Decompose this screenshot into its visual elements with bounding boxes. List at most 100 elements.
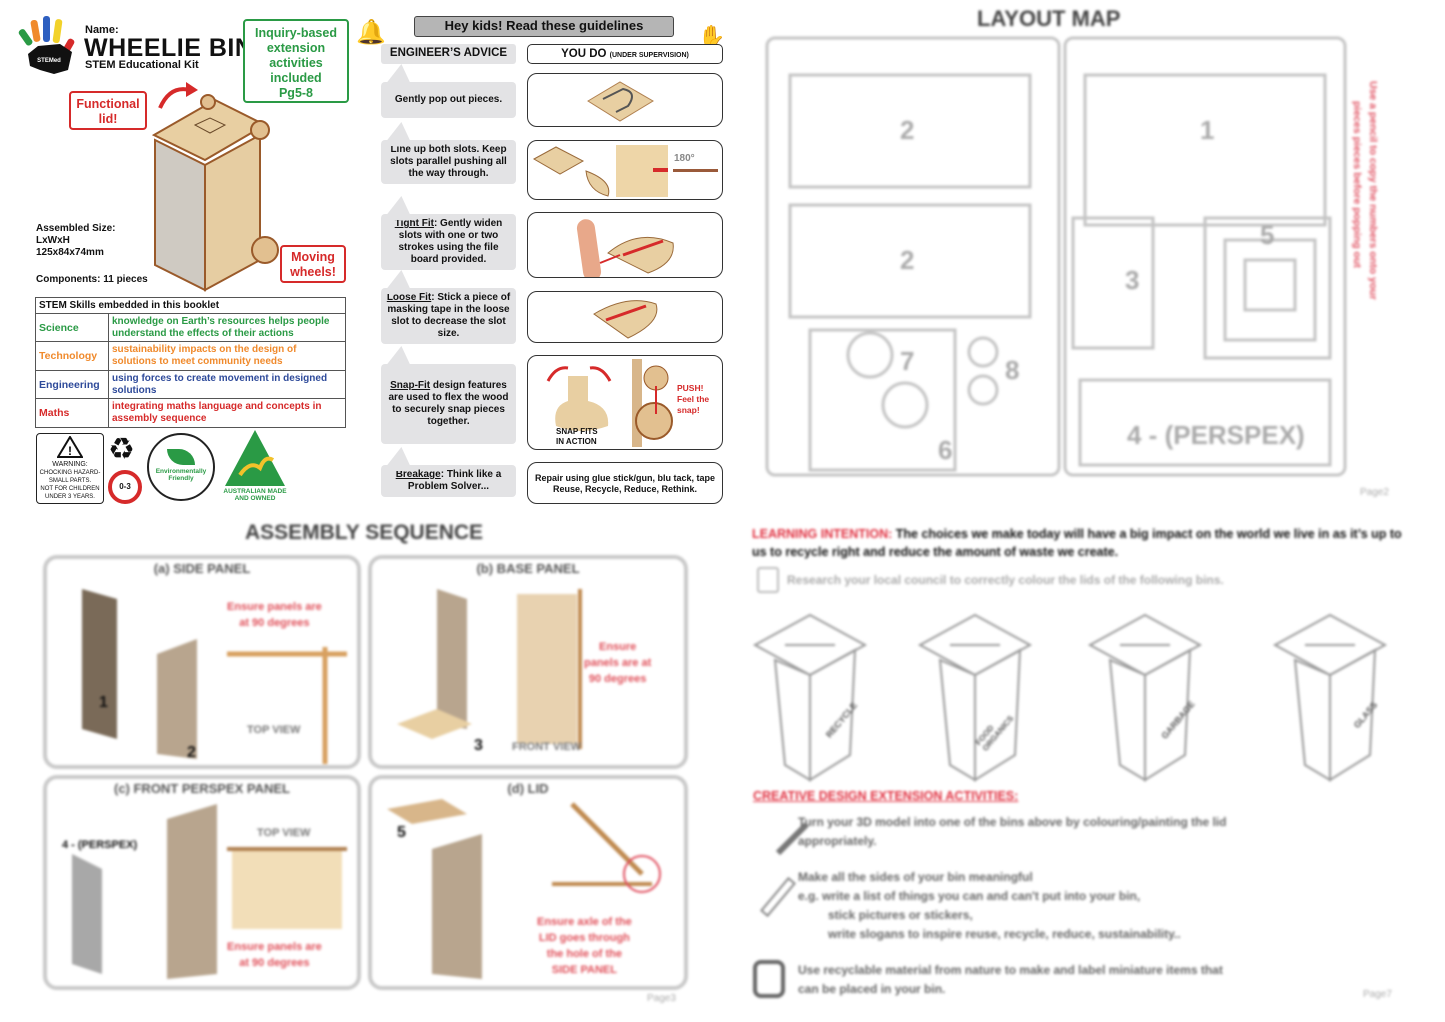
push-line: snap! — [677, 405, 700, 415]
notepad-icon — [757, 567, 779, 593]
advice-text: : Stick a piece of masking tape in the l… — [387, 292, 511, 339]
stem-label-science: Science — [35, 313, 109, 342]
note-line: 90 degrees — [588, 673, 647, 685]
pencil-icon — [760, 876, 796, 918]
item-line: can be placed in your bin. — [798, 982, 946, 996]
you-do-label: YOU DO — [561, 48, 607, 60]
bins-illustration — [752, 613, 1388, 782]
callout-line: Moving — [291, 250, 335, 264]
repair-line: Reuse, Recycle, Reduce, Rethink. — [552, 484, 698, 494]
kangaroo-triangle-icon — [225, 430, 285, 486]
item-line: Use recyclable material from nature to m… — [798, 963, 1223, 977]
layout-map-title: LAYOUT MAP — [977, 6, 1121, 31]
note-line: the hole of the — [546, 948, 622, 960]
engineers-advice-header: ENGINEER’S ADVICE — [381, 44, 516, 64]
stem-text-technology: sustainability impacts on the design of … — [108, 341, 346, 371]
piece-num: 2 — [187, 744, 196, 761]
advice-text: Gently pop out pieces. — [394, 94, 503, 105]
callout-line: Functional — [76, 97, 140, 111]
panel-title: (c) FRONT PERSPEX PANEL — [113, 781, 290, 796]
piece-num: 3 — [474, 737, 483, 754]
advice-text: design features are used to flex the woo… — [388, 380, 509, 427]
wheelie-bin-illustration — [140, 80, 280, 295]
activity-item: Use recyclable material from nature to m… — [798, 961, 1223, 999]
piece-number: 6 — [938, 435, 953, 465]
advice-term: Breakage — [395, 469, 441, 480]
advice-loose-fit: Loose Fit: Stick a piece of masking tape… — [381, 288, 516, 344]
note-line: at 90 degrees — [239, 617, 310, 629]
note-line: panels are at — [584, 657, 652, 669]
research-instruction: Research your local council to correctly… — [787, 573, 1224, 587]
piece-number: 8 — [1005, 355, 1020, 385]
callout-line: wheels! — [290, 265, 336, 279]
item-line: e.g. write a list of things you can and … — [798, 889, 1141, 903]
push-line: PUSH! — [677, 383, 704, 393]
stemed-logo: STEMed — [18, 14, 80, 78]
hand-stop-icon — [753, 960, 785, 998]
activity-item: Turn your 3D model into one of the bins … — [798, 813, 1226, 851]
warning-line: WARNING: — [52, 461, 88, 468]
view-label: TOP VIEW — [247, 724, 301, 736]
note-line: pieces pieces before popping out — [1351, 101, 1363, 268]
size-label: Assembled Size: — [36, 223, 116, 234]
note-line: at 90 degrees — [239, 957, 310, 969]
snap-line: SNAP FITS — [556, 427, 598, 436]
learning-intention: LEARNING INTENTION: The choices we make … — [752, 525, 1412, 561]
eco-line: Environmentally — [155, 468, 207, 475]
product-subtitle: STEM Educational Kit — [85, 59, 199, 71]
assembly-title: ASSEMBLY SEQUENCE — [245, 521, 484, 544]
item-line: write slogans to inspire reuse, recycle,… — [828, 927, 1181, 941]
advice-term: Snap-Fit — [390, 380, 431, 391]
piece-number: 2 — [900, 115, 915, 145]
item-line: appropriately. — [798, 834, 877, 848]
warning-line: UNDER 3 YEARS. — [45, 494, 95, 500]
callout-line: extension — [266, 41, 326, 55]
eco-line: Friendly — [168, 475, 194, 482]
item-line: stick pictures or stickers, — [828, 908, 973, 922]
piece-number: 7 — [900, 346, 915, 376]
leaf-icon — [167, 449, 195, 465]
view-label: TOP VIEW — [257, 827, 311, 839]
aus-line: AUSTRALIAN MADE — [223, 488, 287, 495]
piece-number: 3 — [1125, 265, 1140, 295]
copy-numbers-note: Use a pencil to copy the numbers onto yo… — [1349, 81, 1381, 441]
dims-label: LxWxH — [36, 235, 70, 246]
note-line: SIDE PANEL — [551, 964, 617, 976]
warning-line: SMALL PARTS. — [48, 478, 92, 484]
recycle-icon: ♻ — [108, 433, 135, 466]
panel-title: (a) SIDE PANEL — [153, 561, 251, 576]
advice-breakage: Breakage: Think like a Problem Solver... — [381, 465, 516, 497]
piece-num: 5 — [397, 824, 406, 841]
activity-item: Make all the sides of your bin meaningfu… — [798, 868, 1181, 944]
repair-line: Repair using glue stick/gun, blu tack, t… — [534, 473, 716, 483]
advice-snap-fit: Snap-Fit design features are used to fle… — [381, 364, 516, 444]
piece-num: 4 - (PERSPEX) — [62, 839, 138, 851]
dims-value: 125x84x74mm — [36, 247, 104, 258]
extension-activities: LEARNING INTENTION: The choices we make … — [745, 515, 1445, 1020]
advice-line-up: Line up both slots. Keep slots parallel … — [381, 140, 516, 184]
stem-text-science: knowledge on Earth’s resources helps peo… — [108, 313, 346, 342]
illustration-tight-fit — [527, 212, 723, 278]
advice-term: Loose Fit — [386, 292, 432, 303]
page-number: Page2 — [1360, 487, 1389, 498]
stem-label-engineering: Engineering — [35, 370, 109, 399]
learning-label: LEARNING INTENTION: — [752, 527, 893, 541]
note-line: Ensure panels are — [227, 601, 322, 613]
note-line: Use a pencil to copy the numbers onto yo… — [1367, 81, 1379, 300]
piece-number: 2 — [900, 245, 915, 275]
callout-line: Inquiry-based — [255, 26, 337, 40]
panel-title: (b) BASE PANEL — [476, 561, 580, 576]
layout-map: LAYOUT MAP 2 1 2 3 5 7 8 6 4 - (PERSPEX)… — [755, 0, 1445, 510]
svg-text:!: ! — [68, 444, 72, 458]
snap-line: IN ACTION — [556, 437, 597, 446]
note-line: LID goes through — [538, 932, 630, 944]
